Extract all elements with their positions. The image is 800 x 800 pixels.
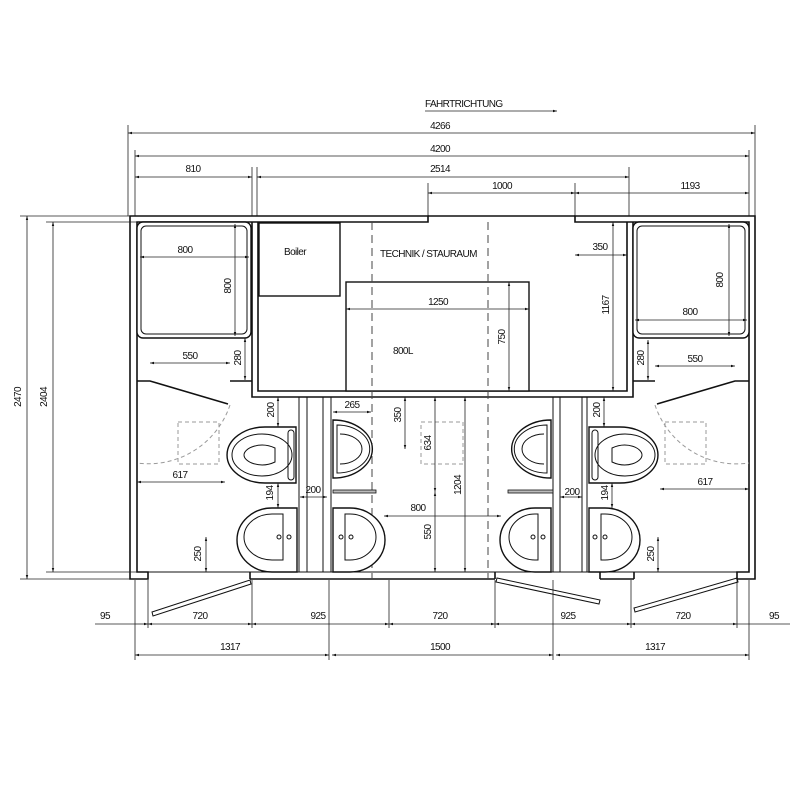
sink-1: [236, 507, 298, 573]
entry-door-left: [151, 579, 252, 617]
interior-dimensions: [137, 397, 749, 572]
dim-label: 550: [423, 524, 434, 540]
shower-left: [136, 221, 252, 465]
dim-label: 200: [306, 485, 322, 496]
shower-right: [632, 221, 750, 465]
sink-4: [588, 507, 641, 573]
dim-label: 750: [497, 329, 508, 345]
boiler-label: Boiler: [284, 247, 307, 258]
dim-label: 800: [715, 272, 726, 288]
dim-label: 720: [193, 611, 209, 622]
dim-label: 265: [345, 400, 361, 411]
urinal-left: [332, 419, 374, 479]
dim-label: 194: [600, 485, 611, 501]
dim-label: 280: [233, 350, 244, 366]
dim-label: 1317: [220, 642, 241, 653]
dim-label: 617: [173, 470, 189, 481]
bottom-dimensions: [95, 577, 790, 660]
toilet-left: [226, 426, 297, 484]
dim-label: 200: [266, 402, 277, 418]
dimension-labels: 4266 4200 810 2514 1000 1193 800 800 550…: [13, 121, 781, 653]
dim-label: 95: [100, 611, 111, 622]
dim-label: 350: [593, 242, 609, 253]
dim-label: 925: [561, 611, 577, 622]
dim-label: 720: [433, 611, 449, 622]
dim-label: 1204: [453, 474, 464, 495]
dim-label: 2404: [39, 386, 50, 407]
dim-label: 617: [698, 477, 714, 488]
dim-label: 1500: [430, 642, 451, 653]
dim-label: 1167: [601, 294, 612, 314]
technik-room: [251, 222, 634, 579]
dim-label: 1193: [680, 181, 700, 192]
dim-label: 800: [178, 245, 194, 256]
dim-label: 1317: [645, 642, 666, 653]
dim-label: 1250: [428, 297, 449, 308]
dim-label: 2470: [13, 386, 24, 407]
dim-label: 350: [393, 407, 404, 423]
entry-door-right: [633, 577, 739, 613]
partitions: [177, 397, 707, 572]
technik-room-label: TECHNIK / STAURAUM: [380, 249, 477, 260]
dim-label: 280: [636, 350, 647, 366]
dim-label: 4200: [430, 144, 451, 155]
dim-label: 800: [411, 503, 427, 514]
dim-label: 810: [186, 164, 202, 175]
dim-label: 250: [646, 546, 657, 562]
dim-label: 634: [423, 435, 434, 451]
tank-label: 800L: [393, 346, 414, 357]
dim-label: 550: [183, 351, 199, 362]
dim-label: 200: [592, 402, 603, 418]
dim-label: 194: [265, 485, 276, 501]
outer-walls: [20, 215, 756, 580]
entry-door-middle: [495, 577, 601, 605]
dim-label: 200: [565, 487, 581, 498]
direction-label: FAHRTRICHTUNG: [425, 99, 503, 110]
dim-label: 250: [193, 546, 204, 562]
sink-3: [499, 507, 552, 573]
top-dimensions: [127, 125, 756, 216]
dim-label: 925: [311, 611, 327, 622]
dim-label: 550: [688, 354, 704, 365]
dim-label: 800: [683, 307, 699, 318]
dim-label: 2514: [430, 164, 451, 175]
dim-label: 95: [769, 611, 780, 622]
boiler: [258, 222, 341, 297]
dim-label: 720: [676, 611, 692, 622]
dim-label: 1000: [492, 181, 513, 192]
urinal-right: [510, 419, 552, 479]
toilet-right: [588, 426, 659, 484]
dim-label: 800: [223, 278, 234, 294]
water-tank: [345, 281, 530, 392]
sink-2: [332, 507, 386, 573]
dim-label: 4266: [430, 121, 451, 132]
